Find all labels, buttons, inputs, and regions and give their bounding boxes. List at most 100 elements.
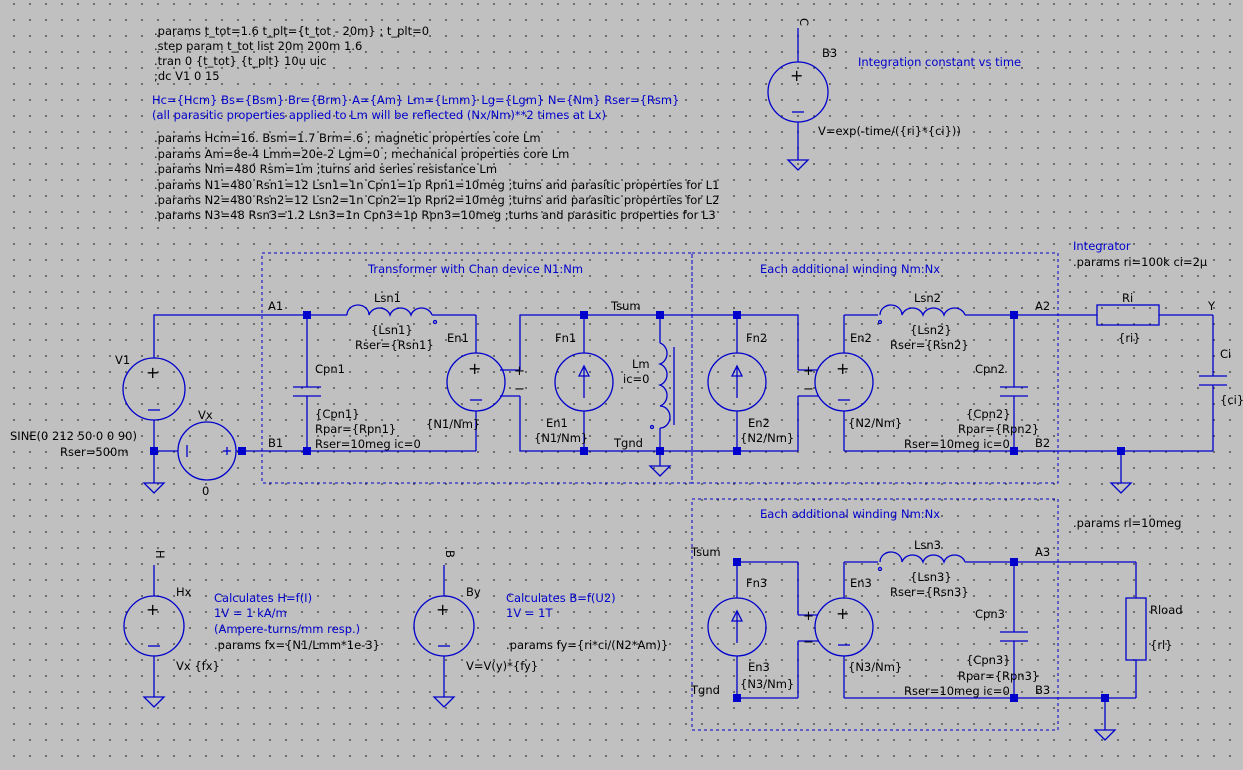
- en2-value: {N2/Nm}: [848, 416, 902, 430]
- cpn2-capacitor[interactable]: Cpn2 {Cpn2} Rpar={Rpn2} Rser=10meg ic=0: [904, 362, 1039, 451]
- b3-value: V=exp(-time/({ri}*{ci})): [818, 124, 961, 138]
- by-name: By: [466, 585, 481, 599]
- hx-title: Calculates H=f(I): [214, 591, 312, 605]
- en1-value: {N1/Nm}: [426, 417, 480, 431]
- svg-text:+: +: [803, 609, 814, 624]
- net-label-tgnd[interactable]: Tgnd: [613, 436, 643, 450]
- fn2-source[interactable]: Fn2 En2 {N2/Nm}: [707, 331, 794, 445]
- fn1-name: Fn1: [555, 331, 576, 345]
- secondary3-wires: [736, 561, 1137, 741]
- directive-line[interactable]: .params t_tot=1.6 t_plt={t_tot - 20m} ; …: [154, 24, 429, 38]
- lsn2-value: {Lsn2}: [910, 323, 952, 337]
- rload-resistor[interactable]: Rload {rl} .params rl=10meg: [1073, 516, 1183, 661]
- lsn1-value: {Lsn1}: [371, 323, 413, 337]
- directive-line[interactable]: .step param t_tot list 20m 200m 1.6: [154, 39, 362, 53]
- integrator-title: Integrator: [1073, 239, 1131, 253]
- winding2-box-title: Each additional winding Nm:Nx: [760, 262, 940, 276]
- rload-name: Rload: [1150, 603, 1183, 617]
- lsn1-name: Lsn1: [374, 291, 401, 305]
- by-params[interactable]: .params fy={ri*ci/(N2*Am)}: [506, 638, 668, 652]
- by-source[interactable]: + B By V=V(y)*{fy} Calculates B=f(U2) 1V…: [413, 550, 668, 708]
- ci-name: Ci: [1220, 347, 1231, 361]
- en2-source[interactable]: + + − En2 {N2/Nm}: [803, 331, 902, 430]
- directive-line[interactable]: ;dc V1 0 15: [154, 69, 220, 83]
- rload-value: {rl}: [1150, 638, 1173, 652]
- cpn1-capacitor[interactable]: Cpn1 {Cpn1} Rpar={Rpn1} Rser=10meg ic=0: [293, 362, 421, 451]
- fn3-source[interactable]: Fn3 En3 {N3/Nm}: [707, 576, 794, 691]
- hx-scale: 1V = 1 kA/m: [214, 606, 287, 620]
- net-label-b3[interactable]: B3: [1035, 683, 1050, 697]
- lsn1-inductor[interactable]: Lsn1 {Lsn1} Rser={Rsn1}: [346, 291, 438, 352]
- svg-text:+: +: [468, 359, 481, 378]
- rload-params[interactable]: .params rl=10meg: [1073, 516, 1181, 530]
- directive-line[interactable]: .tran 0 {t_tot} {t_plt} 10u uic: [154, 54, 326, 68]
- net-label-tsum-3[interactable]: Tsum: [690, 545, 721, 559]
- lsn2-inductor[interactable]: Lsn2 {Lsn2} Rser={Rsn2}: [877, 291, 969, 352]
- cpn2-name: Cpn2: [975, 362, 1005, 376]
- en3-source[interactable]: + + − En3 {N3/Nm}: [803, 576, 902, 674]
- lsn3-inductor[interactable]: Lsn3 {Lsn3} Rser={Rsn3}: [877, 538, 969, 599]
- param-line[interactable]: .params N2=480 Rsn2=12 Lsn2=1n Cpn2=1p R…: [154, 193, 719, 207]
- primary-wires: [142, 314, 520, 494]
- b3-comment: Integration constant vs time: [858, 55, 1021, 69]
- lsn1-rser: Rser={Rsn1}: [355, 338, 434, 352]
- param-line[interactable]: .params Am=8e-4 Lmm=20e-2 Lgm=0 ; mechan…: [154, 147, 569, 161]
- en1-source[interactable]: + + − En1 {N1/Nm}: [426, 331, 525, 431]
- param-line[interactable]: .params N1=480 Rsn1=12 Lsn1=1n Cpn1=1p R…: [154, 178, 719, 192]
- svg-text:−: −: [803, 382, 814, 397]
- fn3-value: {N3/Nm}: [740, 677, 794, 691]
- net-label-b1[interactable]: B1: [268, 436, 283, 450]
- net-label-b2[interactable]: B2: [1035, 436, 1050, 450]
- net-label-y[interactable]: Y: [1207, 299, 1216, 313]
- lsn3-value: {Lsn3}: [910, 570, 952, 584]
- b3-source[interactable]: + C B3 Integration constant vs time V=ex…: [767, 18, 1021, 171]
- net-label-tsum[interactable]: Tsum: [610, 299, 641, 313]
- cpn2-rser: Rser=10meg ic=0: [904, 437, 1010, 451]
- en3-value: {N3/Nm}: [848, 660, 902, 674]
- param-line[interactable]: .params N3=48 Rsn3=1.2 Lsn3=1n Cpn3=1p R…: [154, 208, 716, 222]
- by-title: Calculates B=f(U2): [506, 591, 616, 605]
- net-label-a1[interactable]: A1: [268, 299, 283, 313]
- lm-name: Lm: [632, 357, 650, 371]
- hx-note: (Ampere-turns/mm resp.): [214, 622, 360, 636]
- ci-value: {ci}: [1220, 393, 1243, 407]
- integrator-params[interactable]: .params ri=100k ci=2µ: [1073, 255, 1208, 269]
- fn2-name2: En2: [748, 416, 770, 430]
- net-label-tgnd-3[interactable]: Tgnd: [690, 683, 720, 697]
- v1-source[interactable]: + V1 SINE(0 212 50 0 0 90) Rser=500m: [10, 353, 186, 459]
- cpn3-rpar: Rpar={Rpn3}: [958, 669, 1039, 683]
- svg-text:+: +: [836, 604, 849, 623]
- ci-capacitor[interactable]: Ci {ci}: [1199, 347, 1243, 407]
- vx-source[interactable]: Vx 0: [177, 408, 237, 498]
- fn3-name2: En3: [748, 660, 770, 674]
- comment-line[interactable]: Hc={Hcm} Bs={Bsm} Br={Brm} A={Am} Lm={Lm…: [152, 93, 679, 107]
- hx-node-label: H: [153, 550, 167, 559]
- winding2-box: [691, 252, 1059, 484]
- net-label-a3[interactable]: A3: [1035, 545, 1050, 559]
- param-line[interactable]: .params Nm=480 Rsm=1m ;turns and series …: [154, 162, 497, 176]
- cpn1-rpar: Rpar={Rpn1}: [315, 422, 396, 436]
- param-line[interactable]: .params Hcm=16. Bsm=1.7 Brm=.6 ; magneti…: [154, 131, 541, 145]
- v1-rser: Rser=500m: [60, 445, 129, 459]
- svg-text:+: +: [436, 600, 449, 619]
- en1-name: En1: [447, 331, 469, 345]
- fn2-name: Fn2: [746, 331, 767, 345]
- hx-params[interactable]: .params fx={N1/Lmm*1e-3}: [214, 638, 380, 652]
- hx-source[interactable]: + H Hx Vx {fx} Calculates H=f(I) 1V = 1 …: [123, 550, 380, 708]
- ri-resistor[interactable]: Ri {ri}: [1096, 291, 1160, 345]
- comment-line[interactable]: (all parasitic properties applied to Lm …: [152, 108, 606, 122]
- hx-name: Hx: [176, 585, 192, 599]
- cpn1-value: {Cpn1}: [315, 407, 360, 421]
- ri-name: Ri: [1122, 291, 1133, 305]
- cpn3-name: Cpn3: [975, 607, 1005, 621]
- svg-text:+: +: [146, 600, 159, 619]
- fn1-name2: En1: [546, 416, 568, 430]
- net-label-a2[interactable]: A2: [1035, 299, 1050, 313]
- fn1-source[interactable]: Fn1 En1 {N1/Nm}: [534, 331, 614, 445]
- b3-node-label: C: [797, 18, 811, 26]
- cpn3-capacitor[interactable]: Cpn3 {Cpn3} Rpar={Rpn3} Rser=10meg ic=0: [904, 607, 1039, 698]
- lm-inductor[interactable]: Lm ic=0: [623, 342, 675, 430]
- secondary2-wires: [843, 314, 1214, 494]
- svg-text:+: +: [790, 66, 803, 85]
- winding3-box: [691, 498, 1059, 731]
